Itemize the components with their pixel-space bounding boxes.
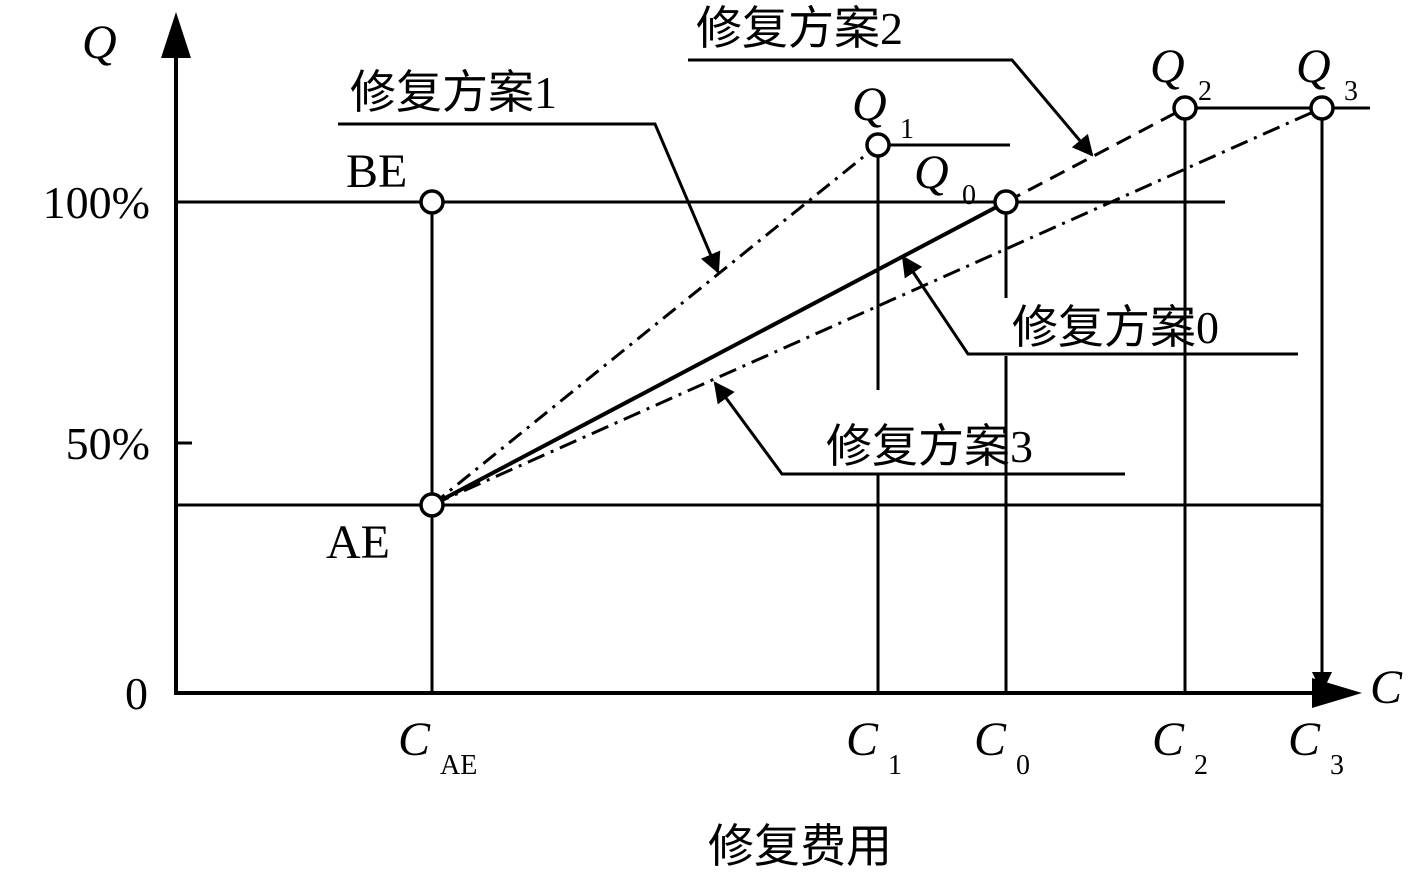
- scheme-3-label: 修复方案3: [826, 421, 1033, 472]
- scheme-3-leader: [713, 381, 1125, 476]
- q0-label: Q 0: [914, 146, 976, 211]
- q2-label-sub: 2: [1198, 76, 1212, 107]
- be-label: BE: [346, 145, 407, 198]
- y-tick-label-0: 0: [125, 668, 148, 719]
- x-tick-cae: C AE: [398, 713, 477, 781]
- q1-point: [865, 132, 891, 158]
- x-tick-c0-base: C: [974, 713, 1007, 766]
- scheme-3-line: [431, 106, 1323, 507]
- x-tick-c3-sub: 3: [1330, 750, 1344, 781]
- x-tick-c0-sub: 0: [1016, 750, 1030, 781]
- x-axis-symbol: C: [1370, 661, 1403, 714]
- y-tick-label-50: 50%: [66, 418, 150, 469]
- y-axis-arrow: [161, 12, 191, 58]
- q1-label-sub: 1: [900, 114, 914, 145]
- scheme-2-line: [1005, 106, 1186, 204]
- q3-label: Q 3: [1296, 40, 1358, 107]
- scheme-1-leader: [338, 122, 721, 274]
- q0-point: [993, 189, 1019, 215]
- q3-point: [1309, 95, 1335, 121]
- scheme-2-label: 修复方案2: [696, 3, 903, 54]
- x-axis-title: 修复费用: [708, 821, 892, 872]
- q2-point: [1172, 95, 1198, 121]
- x-tick-c0: C 0: [974, 713, 1030, 781]
- scheme-0-callout: 修复方案0: [901, 255, 1298, 356]
- scheme-0-line: [431, 200, 1007, 507]
- be-point: [419, 189, 445, 215]
- scheme-1-callout: 修复方案1: [338, 67, 721, 274]
- x-tick-c1-sub: 1: [888, 750, 902, 781]
- q1-label-base: Q: [852, 78, 887, 131]
- ae-point: [419, 492, 445, 518]
- x-tick-c2-sub: 2: [1194, 750, 1208, 781]
- x-tick-c1-base: C: [846, 713, 879, 766]
- q3-label-base: Q: [1296, 40, 1331, 93]
- scheme-2-callout: 修复方案2: [688, 3, 1094, 157]
- scheme-3-callout: 修复方案3: [713, 381, 1125, 476]
- c3-down-arrow: [1312, 672, 1332, 693]
- q0-label-sub: 0: [962, 180, 976, 211]
- q2-label-base: Q: [1150, 40, 1185, 93]
- scheme-1-label: 修复方案1: [350, 67, 557, 118]
- scheme-2-leader: [688, 58, 1094, 157]
- y-axis-symbol: Q: [82, 16, 117, 69]
- x-tick-cae-base: C: [398, 713, 431, 766]
- y-tick-label-100: 100%: [43, 177, 150, 228]
- x-tick-cae-sub: AE: [440, 750, 477, 781]
- q0-label-base: Q: [914, 146, 949, 199]
- x-tick-c3-base: C: [1288, 713, 1321, 766]
- scheme-0-leader: [901, 255, 1298, 356]
- x-tick-c2: C 2: [1152, 713, 1208, 781]
- q2-label: Q 2: [1150, 40, 1212, 107]
- x-tick-c2-base: C: [1152, 713, 1185, 766]
- q1-label: Q 1: [852, 78, 914, 145]
- q3-label-sub: 3: [1344, 76, 1358, 107]
- x-tick-c3: C 3: [1288, 713, 1344, 781]
- x-tick-c1: C 1: [846, 713, 902, 781]
- scheme-1-line: [431, 143, 879, 507]
- ae-label: AE: [326, 516, 390, 569]
- scheme-0-label: 修复方案0: [1012, 302, 1219, 353]
